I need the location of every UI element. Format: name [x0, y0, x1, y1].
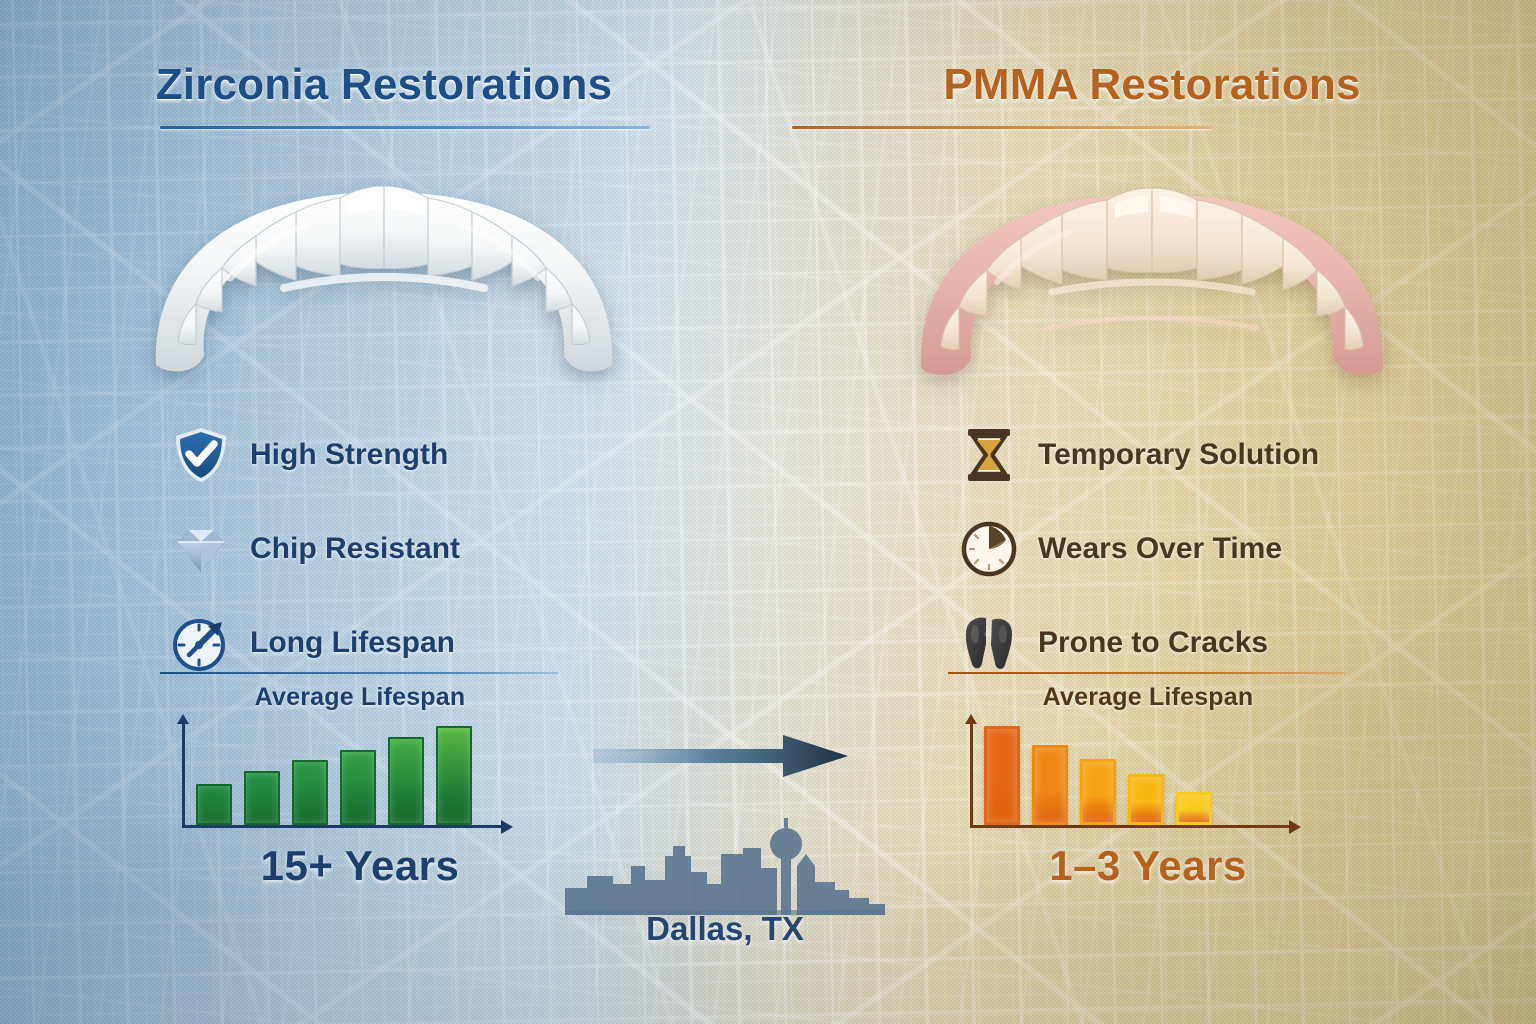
pmma-arch-image	[768, 150, 1536, 400]
chart-bar	[1128, 774, 1164, 825]
center-bridge: Dallas, TX	[565, 715, 895, 965]
zirconia-lifespan-chart: Average Lifespan 15+ Years	[160, 672, 560, 890]
chart-y-axis	[177, 714, 189, 828]
chart-x-axis	[970, 819, 1301, 834]
clock-arrow-icon	[170, 612, 232, 674]
hourglass-icon	[958, 424, 1020, 486]
chart-y-axis	[965, 714, 977, 828]
chart-divider	[160, 672, 558, 674]
zirconia-panel-title: Zirconia Restorations	[155, 60, 613, 109]
feature-wears-over-time: Wears Over Time	[958, 502, 1378, 596]
zirconia-panel: Zirconia Restorations	[0, 60, 768, 890]
zirconia-lifespan-value: 15+ Years	[260, 842, 460, 889]
chart-plot-area	[160, 714, 560, 834]
chart-x-axis	[182, 819, 513, 834]
chart-divider	[948, 672, 1346, 674]
dallas-skyline-silhouette	[565, 810, 885, 915]
pmma-panel: PMMA Restorations	[768, 0, 1536, 1024]
chart-bar	[1080, 758, 1116, 825]
cracked-tooth-icon	[958, 612, 1020, 674]
shield-check-icon	[170, 424, 232, 486]
chart-plot-area	[948, 714, 1348, 834]
feature-label: Wears Over Time	[1038, 532, 1283, 565]
feature-long-lifespan: Long Lifespan	[170, 596, 590, 690]
zirconia-arch-image	[0, 150, 768, 400]
zirconia-feature-list: High Strength	[170, 408, 590, 690]
chart-bar	[1032, 745, 1068, 825]
feature-label: Prone to Cracks	[1038, 626, 1269, 659]
chart-bar	[244, 770, 280, 825]
right-arrow-icon	[593, 733, 848, 779]
feature-prone-to-cracks: Prone to Cracks	[958, 596, 1378, 690]
city-label: Dallas, TX	[646, 910, 804, 947]
diamond-icon	[170, 518, 232, 580]
chart-bar	[292, 759, 328, 825]
feature-temporary-solution: Temporary Solution	[958, 408, 1378, 502]
feature-chip-resistant: Chip Resistant	[170, 502, 590, 596]
feature-label: Long Lifespan	[250, 626, 455, 659]
clock-wedge-icon	[958, 518, 1020, 580]
chart-bar	[340, 749, 376, 825]
feature-label: Chip Resistant	[250, 532, 461, 565]
chart-bar	[984, 726, 1020, 825]
pmma-panel-title: PMMA Restorations	[943, 60, 1361, 109]
feature-label: High Strength	[250, 438, 449, 471]
sepia-color-wash	[583, 0, 1536, 1024]
chart-bars	[196, 720, 472, 825]
zirconia-title-underline	[160, 126, 650, 129]
pmma-title-underline	[792, 126, 1212, 129]
pmma-lifespan-chart: Average Lifespan 1–3 Years	[948, 672, 1348, 890]
chart-bar	[436, 726, 472, 825]
chart-caption: Average Lifespan	[1042, 683, 1254, 711]
chart-bar	[196, 784, 232, 825]
pmma-lifespan-value: 1–3 Years	[1049, 842, 1247, 889]
chart-bar	[388, 737, 424, 825]
chart-bars	[984, 720, 1212, 825]
feature-high-strength: High Strength	[170, 408, 590, 502]
feature-label: Temporary Solution	[1038, 438, 1320, 471]
pmma-feature-list: Temporary Solution	[958, 408, 1378, 690]
chart-bar	[1176, 792, 1212, 825]
chart-caption: Average Lifespan	[254, 683, 466, 711]
